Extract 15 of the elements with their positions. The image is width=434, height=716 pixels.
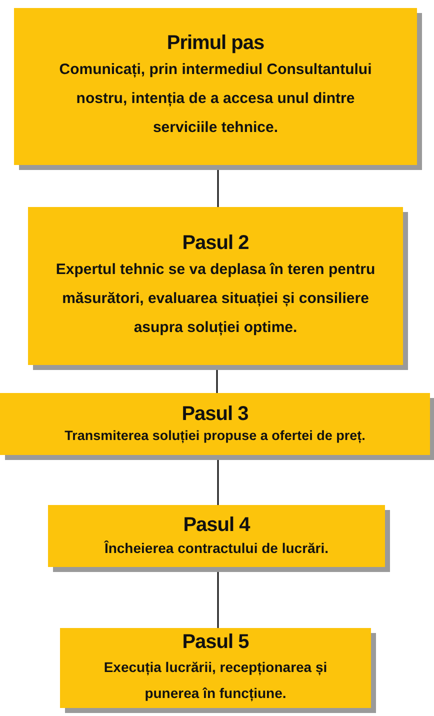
step-title: Pasul 5 [182, 630, 249, 654]
step-box [60, 628, 371, 708]
step-description: Transmiterea soluției propuse a ofertei de preț. [64, 427, 366, 446]
step-title: Primul pas [166, 31, 264, 55]
step-description: Încheierea contractului de lucrări. [104, 539, 329, 558]
step-box [28, 207, 403, 365]
step-description: Comunicați, prin intermediul Consultantului nostru, intenția de a accesa unul dintre serviciile tehnice. [58, 60, 373, 138]
step-description: Execuția lucrării, recepționarea și punerea în funcțiune. [102, 658, 328, 704]
step-title: Pasul 3 [182, 402, 248, 426]
step-box [14, 8, 417, 165]
step-title: Pasul 4 [183, 513, 250, 537]
step-box [0, 393, 430, 455]
step-box [48, 505, 385, 567]
step-description: Expertul tehnic se va deplasa în teren pentru măsurători, evaluarea situației și consiliere asupra soluției optime. [54, 260, 376, 338]
step-title: Pasul 2 [182, 230, 249, 254]
